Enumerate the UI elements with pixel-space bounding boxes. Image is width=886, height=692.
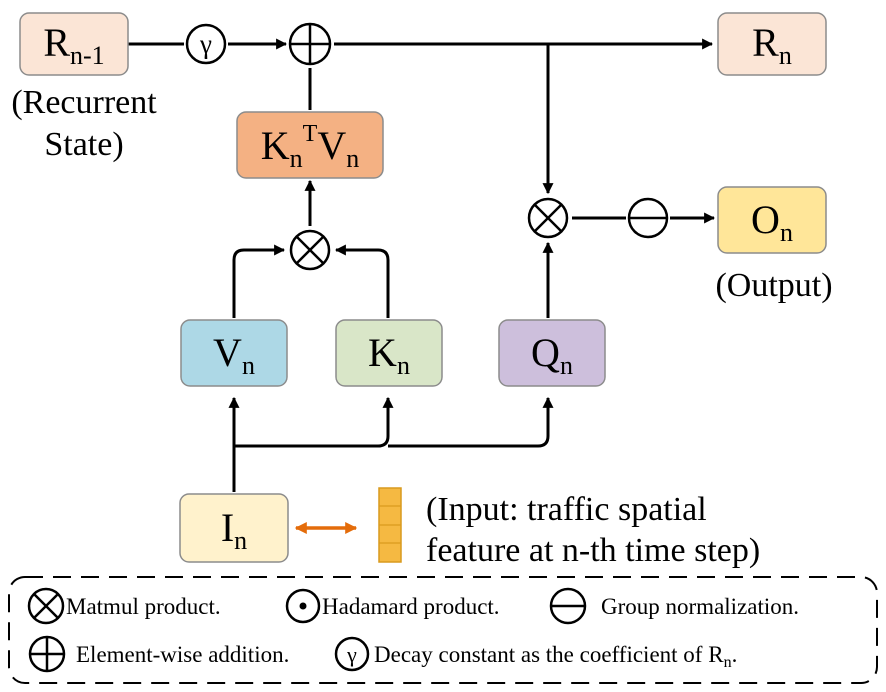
legend-decay-icon: γ [334,636,370,672]
node-v-sub: n [242,351,255,380]
node-i-box [179,493,289,563]
feature-vector-icon [378,487,402,563]
legend-groupnorm: Group normalization. [549,587,799,625]
node-i: In [179,493,289,563]
legend-addition-text: Element-wise addition. [76,642,289,667]
node-r-next-box [717,12,827,76]
node-o: On [717,186,827,254]
decay-gamma-icon: γ [185,23,227,65]
legend-addition-icon [28,635,66,673]
caption-recurrent-state-2: State) [44,126,123,163]
node-o-sub: n [780,218,793,247]
caption-input-1: (Input: traffic spatial [426,491,707,528]
node-k-box [335,319,443,387]
edge-k-matmul [334,244,390,318]
legend-addition: Element-wise addition. [28,635,289,673]
node-v: Vn [180,319,288,387]
node-r-prev-sub: n-1 [70,41,105,70]
svg-text:Qn: Qn [531,330,573,380]
caption-input-2: feature at n-th time step) [426,532,760,569]
legend-hadamard-text: Hadamard product. [322,594,500,619]
svg-text:Rn: Rn [752,20,792,70]
svg-text:In: In [221,505,247,555]
legend-groupnorm-icon [549,587,587,625]
edge-v-matmul [232,244,286,318]
matmul-icon-output [527,197,569,239]
node-o-box [717,186,827,254]
node-kv-v-sub: n [346,144,359,173]
svg-text:γ: γ [346,642,357,667]
caption-output: (Output) [715,267,832,304]
node-kv-k-sub: n [290,144,303,173]
node-k-label: K [368,330,397,375]
edge-i-q [388,396,554,448]
node-r-prev-box [19,12,129,76]
legend-matmul-icon [27,587,65,625]
node-q: Qn [498,319,606,387]
node-k-sub: n [397,351,410,380]
groupnorm-icon [627,197,669,239]
svg-text:γ: γ [199,29,212,59]
node-r-next-sub: n [779,41,792,70]
svg-text:Rn-1: Rn-1 [43,20,104,70]
node-kv-v: V [317,123,346,168]
legend-hadamard-icon [285,588,321,624]
node-v-box [180,319,288,387]
legend-box [8,576,878,684]
node-r-prev: Rn-1 [19,12,129,76]
svg-text:Kn: Kn [368,330,410,380]
legend-decay: γ Decay constant as the coefficient of R… [334,636,737,672]
node-kv-k: K [261,123,290,168]
node-i-label: I [221,505,234,550]
svg-text:KnTVn: KnTVn [261,121,359,173]
node-kv: KnTVn [236,111,384,179]
node-r-prev-label: R [43,20,70,65]
legend-matmul: Matmul product. [27,587,221,625]
node-v-label: V [213,330,242,375]
node-q-box [498,319,606,387]
node-k: Kn [335,319,443,387]
node-q-label: Q [531,330,560,375]
edge-i-k [234,396,394,448]
node-kv-transpose: T [303,121,318,147]
node-o-label: O [751,197,780,242]
matmul-icon-kv [289,229,331,271]
node-r-next-label: R [752,20,779,65]
caption-recurrent-state-1: (Recurrent [11,84,157,121]
legend-groupnorm-text: Group normalization. [601,594,799,619]
node-r-next: Rn [717,12,827,76]
svg-text:On: On [751,197,793,247]
node-kv-box [236,111,384,179]
connections [128,38,716,492]
legend-matmul-text: Matmul product. [66,594,221,619]
legend-decay-text: Decay constant as the coefficient of Rn. [374,642,737,671]
legend-hadamard: Hadamard product. [285,588,500,624]
svg-text:Vn: Vn [213,330,255,380]
node-i-sub: n [234,526,247,555]
node-q-sub: n [560,351,573,380]
addition-icon [288,22,332,66]
